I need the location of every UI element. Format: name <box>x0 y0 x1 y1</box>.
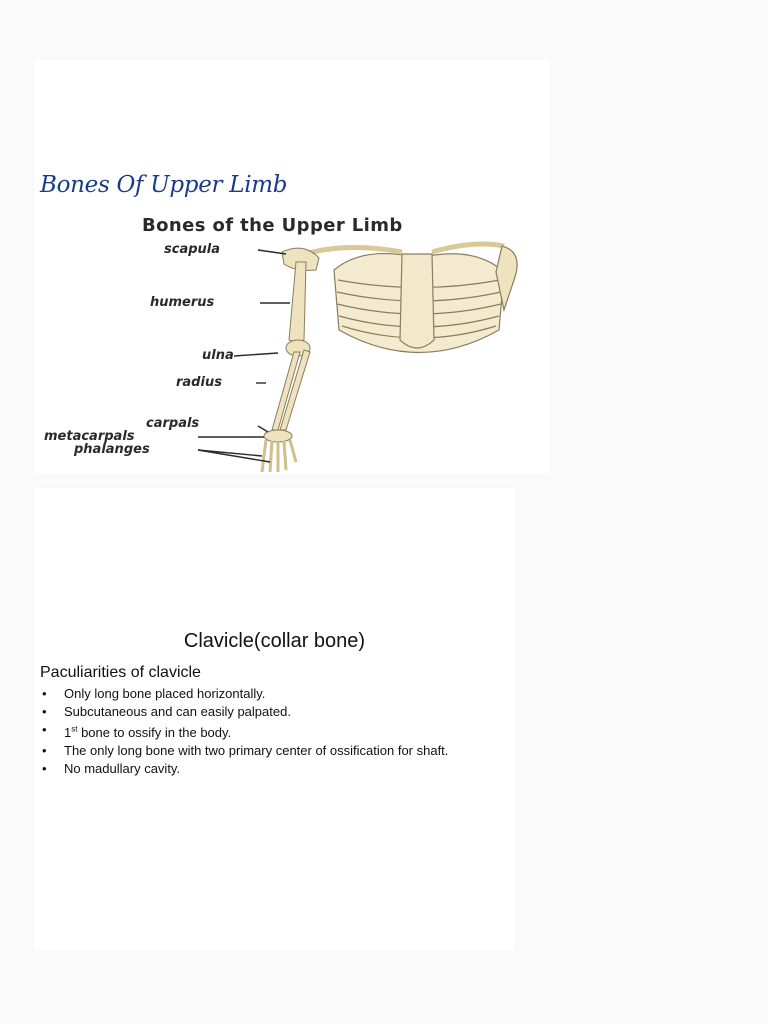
label-radius: radius <box>176 375 222 390</box>
upper-limb-diagram: Bones of the Upper Limb <box>34 200 550 474</box>
list-item: • The only long bone with two primary ce… <box>40 743 510 759</box>
label-ulna: ulna <box>202 348 234 363</box>
skeleton-illustration <box>197 241 518 473</box>
leader-lines <box>197 249 290 463</box>
list-item: • 1st bone to ossify in the body. <box>40 722 510 741</box>
bullet-dot: • <box>42 686 47 701</box>
slide-subtitle: Paculiarities of clavicle <box>40 664 201 681</box>
list-item: • No madullary cavity. <box>40 761 510 777</box>
slide-title: Clavicle(collar bone) <box>183 630 366 652</box>
bullet-text: No madullary cavity. <box>64 761 181 777</box>
slide-clavicle: Clavicle(collar bone) Paculiarities of c… <box>34 488 515 950</box>
arm-bones <box>260 247 320 473</box>
label-humerus: humerus <box>150 295 215 310</box>
diagram-heading: Bones of the Upper Limb <box>142 215 403 236</box>
bullet-list: • Only long bone placed horizontally. • … <box>40 686 510 779</box>
bullet-text-rest: bone to ossify in the body. <box>77 725 232 741</box>
bullet-dot: • <box>42 761 47 777</box>
bullet-text: 1st bone to ossify in the body. <box>64 725 231 740</box>
bullet-text: Subcutaneous and can easily palpated. <box>64 704 291 719</box>
label-carpals: carpals <box>146 416 200 431</box>
ordinal-number: 1 <box>64 725 72 741</box>
slide-bones-of-upper-limb: Bones Of Upper Limb Bones of the Upper L… <box>34 60 550 474</box>
bullet-text: Only long bone placed horizontally. <box>64 686 266 701</box>
rib-cage <box>287 241 518 354</box>
ordinal-suffix: st <box>71 725 78 734</box>
label-scapula: scapula <box>164 242 221 257</box>
bullet-dot: • <box>42 743 47 759</box>
slide-title: Bones Of Upper Limb <box>40 172 288 198</box>
label-phalanges: phalanges <box>74 442 150 457</box>
list-item: • Subcutaneous and can easily palpated. <box>40 704 510 720</box>
label-metacarpals: metacarpals <box>44 429 135 444</box>
bullet-dot: • <box>42 704 47 719</box>
list-item: • Only long bone placed horizontally. <box>40 686 510 702</box>
bullet-dot: • <box>42 722 47 737</box>
bullet-text: The only long bone with two primary cent… <box>64 743 449 759</box>
